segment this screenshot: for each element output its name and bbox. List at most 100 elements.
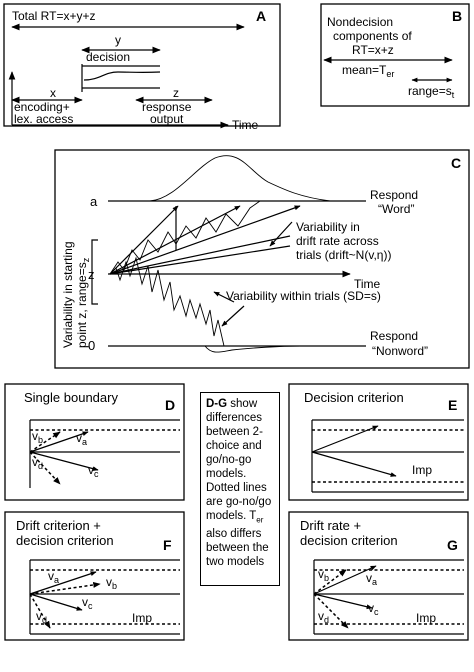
f-title-2: decision criterion [16,533,114,548]
c-respond-word-1: Respond [370,188,418,202]
f-arrow-va [29,571,97,595]
c-time-label: Time [354,277,381,291]
c-drift-label-2: drift rate across [296,234,379,248]
a-path [83,71,161,81]
c-respond-nonword-1: Respond [370,329,418,343]
panel-f-frame [4,511,185,641]
panel-f-letter: F [163,537,172,553]
panel-b-letter: B [452,8,462,24]
b-line3: RT=x+z [352,43,394,57]
g-arrow-vd [313,593,349,629]
a-time-label: Time [232,118,259,132]
panel-c-letter: C [451,155,461,171]
c-within-annotation-arrow-2 [221,305,245,327]
b-mean-label: mean=Ter [342,63,394,79]
d-arrow-vc [29,451,99,471]
panel-b: B Nondecision components of RT=x+z mean=… [320,3,470,107]
g-imp-label: Imp [416,611,436,625]
panel-a: A Total RT=x+y+z Time y decision x encod… [3,3,281,132]
c-upper-rt-distribution [149,155,331,202]
g-va-label: va [366,571,377,587]
d-vd-label: vd [32,455,43,471]
panel-a-frame [3,3,281,127]
a-encoding-label: encoding+ [14,100,70,114]
panel-d-letter: D [165,397,175,413]
d-arrow-vd [29,451,61,485]
d-arrow-vb [29,431,61,453]
g-arrow-va [313,565,377,595]
c-label-z: z [88,267,95,282]
d-vc-label: vc [88,463,99,479]
panel-e-letter: E [448,397,457,413]
c-drift-arrow-3 [109,205,301,275]
panel-g-letter: G [447,537,458,553]
f-vd-label: vd [36,609,47,625]
c-drift-arrow-5 [109,245,291,275]
models-note: D-G show differences between 2-choice an… [200,392,280,586]
d-arrow-va [29,431,89,453]
g-arrow-vc [313,593,373,610]
c-drift-arrow-1 [109,205,179,275]
panel-e-frame [288,383,469,501]
e-imp-label: Imp [412,463,432,477]
c-drift-arrow-2 [109,205,241,275]
c-within-trial-path [109,256,225,347]
panel-g: G Drift rate + decision criterion va vb … [288,511,469,641]
c-drift-arrow-4 [109,235,291,275]
c-lower-rt-distribution [204,345,301,353]
c-respond-nonword-2: “Nonword” [372,344,428,358]
note-ter-sub: er [256,515,264,525]
g-title-1: Drift rate + [300,518,361,533]
panel-g-frame [288,511,469,641]
panel-c-frame [54,149,470,369]
a-lex-label: lex. access [14,112,73,126]
c-respond-word-2: “Word” [378,202,414,216]
f-imp-label: Imp [132,611,152,625]
panel-d: D Single boundary va vb vc vd [4,383,185,501]
f-arrow-vd [29,593,51,629]
c-label-zero: 0 [88,338,95,353]
a-output-label: output [150,112,184,126]
panel-a-letter: A [256,8,266,24]
c-start-range-bracket [91,239,98,305]
c-within-label: Variability within trials (SD=s) [226,289,381,303]
note-body: show differences between 2-choice and go… [206,398,272,522]
d-vb-label: vb [32,429,43,445]
f-va-label: va [48,569,59,585]
a-z-label: z [173,86,179,100]
d-title: Single boundary [24,390,118,405]
b-line2: components of [333,29,412,43]
b-range-label: range=st [408,84,455,100]
e-arrow-down [311,451,397,477]
panel-d-frame [4,383,185,501]
panel-e: E Decision criterion Imp [288,383,469,501]
panel-a-title: Total RT=x+y+z [12,9,95,23]
a-response-label: response [142,100,192,114]
c-drift-label-1: Variability in [296,220,360,234]
note-head: D-G [206,398,228,410]
b-line1: Nondecision [327,15,393,29]
c-within-annotation-arrow [213,291,235,303]
note-tail: also differs between the two models [206,528,269,569]
f-vc-label: vc [82,595,93,611]
g-arrow-vb [313,569,347,595]
a-y-label: y [115,33,121,47]
g-vc-label: vc [368,601,379,617]
f-arrow-vb [29,581,101,595]
d-va-label: va [76,431,87,447]
a-decision-label: decision [86,50,130,64]
c-within-trial-path-2 [109,200,261,275]
f-arrow-vc [29,593,83,611]
c-drift-annotation-arrow [269,221,293,247]
a-x-label: x [50,86,56,100]
c-ylabel-2: point z, range=sz [75,257,91,348]
f-vb-label: vb [106,575,117,591]
g-title-2: decision criterion [300,533,398,548]
g-vd-label: vd [318,609,329,625]
c-ylabel-1: Variability in starting [61,242,75,349]
e-arrow-up [311,425,379,453]
f-title-1: Drift criterion + [16,518,101,533]
panel-c: C a z 0 Time Variability in starting poi… [54,149,470,369]
